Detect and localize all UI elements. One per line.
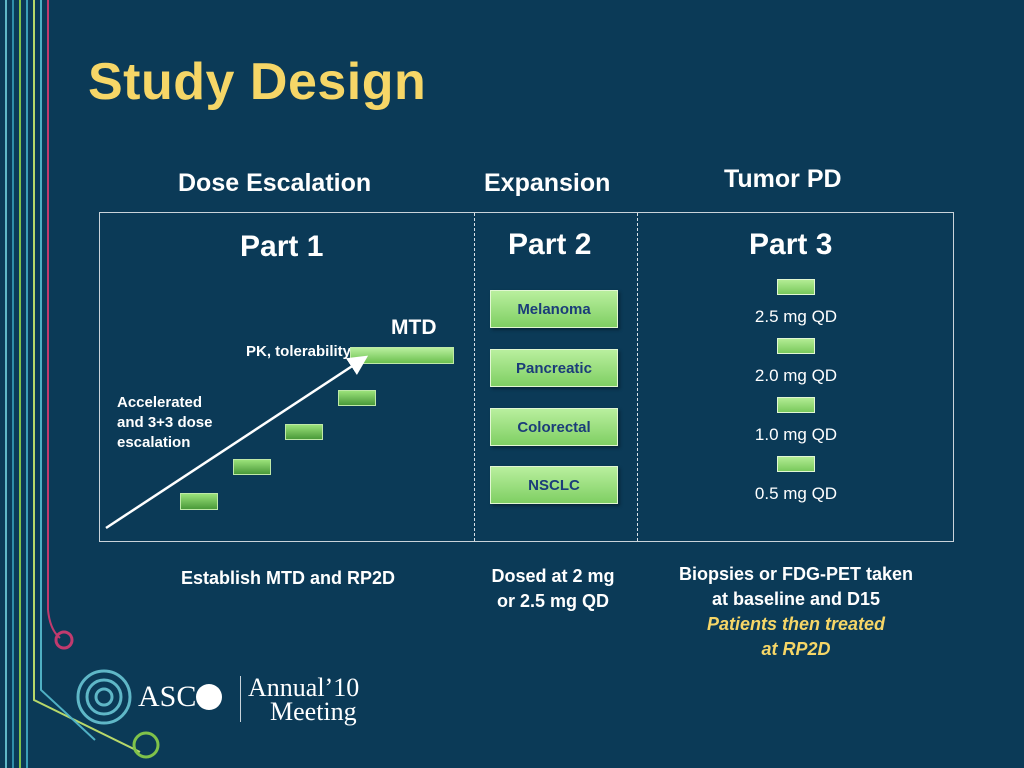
part2-footer-line-1: Dosed at 2 mg — [491, 566, 615, 586]
logo-separator — [240, 676, 241, 722]
asco-logo: ASC — [138, 680, 223, 714]
annual-meeting-logo: Annual’10 Meeting — [248, 673, 360, 726]
dose-step-2 — [233, 459, 271, 475]
dose-box-0-5 — [777, 456, 815, 472]
column-header-expansion: Expansion — [484, 169, 611, 197]
dose-label-2-5: 2.5 mg QD — [754, 307, 838, 326]
dose-box-2-0 — [777, 338, 815, 354]
part3-footer: Biopsies or FDG-PET taken at baseline an… — [650, 562, 942, 662]
study-design-frame — [99, 212, 954, 542]
cohort-pancreatic: Pancreatic — [490, 349, 618, 387]
dose-box-2-5 — [777, 279, 815, 295]
part3-label: Part 3 — [749, 228, 833, 261]
part3-footer-italic-line-1: Patients then treated — [706, 614, 886, 634]
accelerated-escalation-label: Accelerated and 3+3 dose escalation — [117, 393, 212, 453]
cohort-melanoma: Melanoma — [490, 290, 618, 328]
dose-label-1-0: 1.0 mg QD — [754, 425, 838, 444]
mtd-bar — [350, 347, 454, 364]
cohort-nsclc: NSCLC — [490, 466, 618, 504]
pk-tolerability-label: PK, tolerability — [246, 343, 352, 360]
accel-line-3: escalation — [117, 434, 191, 451]
accel-line-1: Accelerated — [117, 394, 203, 411]
part3-footer-line-2: at baseline and D15 — [711, 589, 881, 609]
part1-footer: Establish MTD and RP2D — [180, 568, 396, 588]
part3-footer-italic-line-2: at RP2D — [761, 639, 831, 659]
dose-step-3 — [285, 424, 323, 440]
part2-footer: Dosed at 2 mg or 2.5 mg QD — [470, 564, 636, 614]
part3-footer-line-1: Biopsies or FDG-PET taken — [678, 564, 914, 584]
accel-line-2: and 3+3 dose — [117, 414, 213, 431]
slide-title: Study Design — [88, 53, 427, 111]
divider-part1-part2 — [474, 213, 475, 541]
dose-label-2-0: 2.0 mg QD — [754, 366, 838, 385]
cohort-colorectal: Colorectal — [490, 408, 618, 446]
annual-meeting-line-2: Meeting — [270, 697, 357, 726]
annual-meeting-line-1: Annual’10 — [248, 673, 360, 702]
asco-logo-mark-icon — [196, 684, 223, 710]
dose-label-0-5: 0.5 mg QD — [754, 484, 838, 503]
part1-label: Part 1 — [240, 230, 324, 263]
dose-step-1 — [180, 493, 218, 510]
column-header-tumor-pd: Tumor PD — [724, 165, 842, 193]
mtd-label: MTD — [391, 316, 437, 339]
divider-part2-part3 — [637, 213, 638, 541]
dose-step-4 — [338, 390, 376, 406]
part2-label: Part 2 — [508, 228, 592, 261]
dose-box-1-0 — [777, 397, 815, 413]
part2-footer-line-2: or 2.5 mg QD — [496, 591, 610, 611]
asco-logo-text: ASC — [138, 680, 197, 713]
column-header-dose-escalation: Dose Escalation — [178, 169, 372, 197]
